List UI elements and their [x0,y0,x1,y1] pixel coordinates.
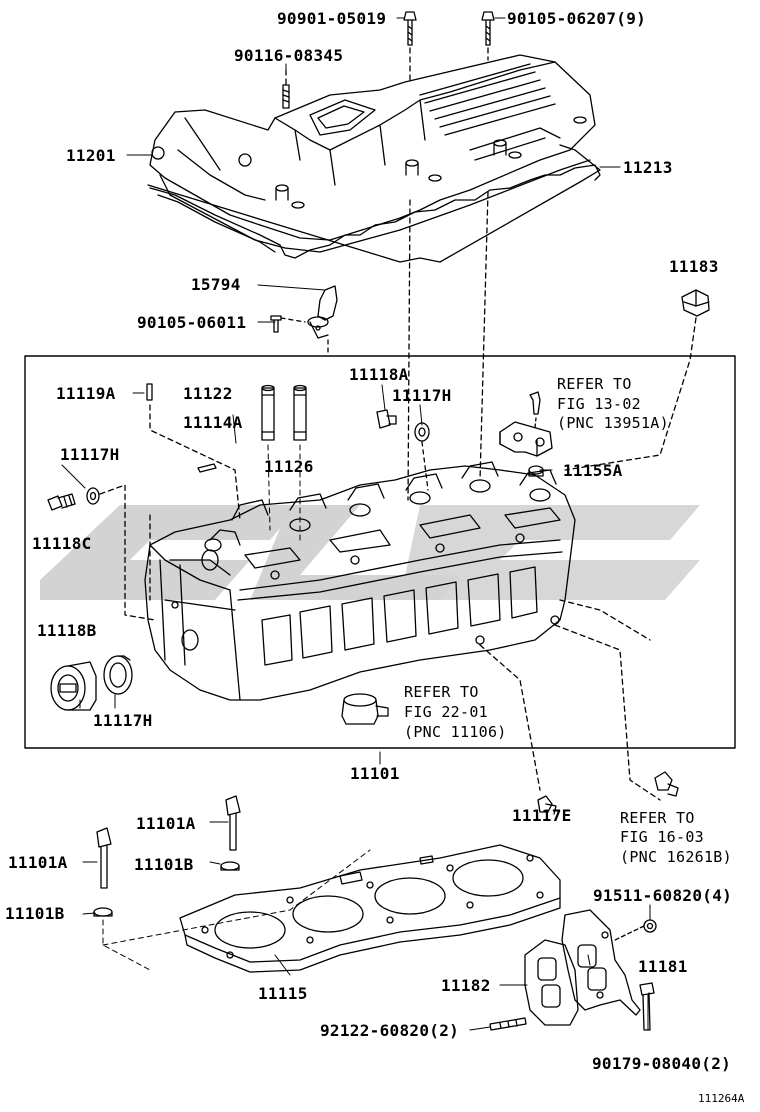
callout-11118a: 11118A [349,365,409,384]
ref-fig13-line3: (PNC 13951A) [557,414,669,432]
callout-11101b-left: 11101B [5,904,65,923]
callout-91511-60820: 91511-60820(4) [593,886,733,905]
head-gasket-11115-drawing [179,844,561,973]
callout-11182: 11182 [441,976,491,995]
ref-fig13-line2: FIG 13-02 [557,395,641,413]
part-ref-fig22-drawing [341,693,389,725]
ref-fig22-line3: (PNC 11106) [404,723,507,741]
callout-11101: 11101 [350,764,400,783]
washer-11101b-left-drawing [93,907,113,917]
callout-11117h-top: 11117H [392,386,452,405]
callout-11183: 11183 [669,257,719,276]
sensor-ref-fig16-drawing [654,771,679,797]
callout-11115: 11115 [258,984,308,1003]
plate-11181-drawing [561,909,641,1016]
valve-guide-11126-drawing [293,384,307,441]
washer-11101b-right-drawing [220,861,240,871]
callout-11119a: 11119A [56,384,116,403]
cap-11183-drawing [564,289,710,471]
ref-fig16-line3: (PNC 16261B) [620,848,732,866]
callout-90901-05019: 90901-05019 [277,9,387,28]
callout-90105-06207: 90105-06207(9) [507,9,647,28]
callout-11201: 11201 [66,146,116,165]
nut-91511-60820-drawing [614,919,657,941]
callout-90179-08040: 90179-08040(2) [592,1054,732,1073]
bolt-90105-06011-drawing [270,315,306,333]
ref-fig16-line2: FIG 16-03 [620,828,704,846]
bolt-90179-08040-drawing [639,982,655,1031]
callout-11213: 11213 [623,158,673,177]
callout-92122-60820: 92122-60820(2) [320,1021,460,1040]
cover-guide-lines [285,47,489,501]
plug-11117e-drawing [537,795,557,815]
callout-11117h-left: 11117H [60,445,120,464]
ref-fig13-line1: REFER TO [557,375,632,393]
callout-11101b-right: 11101B [134,855,194,874]
callout-11117e: 11117E [512,806,572,825]
callout-90105-06011: 90105-06011 [137,313,247,332]
stud-90116-08345-drawing [282,84,290,109]
callout-11114a: 11114A [183,413,243,432]
gasket-11182-drawing [524,939,579,1026]
watermark-logo [40,505,700,600]
callout-11122: 11122 [183,384,233,403]
callout-11126: 11126 [264,457,314,476]
plug-11118a-drawing [376,409,397,429]
bolt-90105-06207-drawing [481,11,495,46]
cylinder-head-cover-drawing [147,54,601,263]
callout-11181: 11181 [638,957,688,976]
plug-11118b-drawing [50,661,97,711]
callout-90116-08345: 90116-08345 [234,46,344,65]
pin-11119a-drawing [146,383,241,521]
bolt-guide-line [102,849,371,971]
ref-fig22-line1: REFER TO [404,683,479,701]
callout-11101a-left: 11101A [8,853,68,872]
bolt-11101a-right-drawing [225,795,241,851]
bracket-ref-fig13-drawing [499,391,553,477]
guide-dashed-line [267,444,301,541]
plug-11118c-drawing [47,493,76,511]
ref-fig16-line1: REFER TO [620,809,695,827]
washer-11117h-bottom-drawing [103,655,133,695]
bolt-90901-05019-drawing [403,11,417,46]
stud-92122-60820-drawing [489,1017,527,1031]
callout-11155a: 11155A [563,461,623,480]
sensor-15794-drawing [307,285,338,356]
washer-11117h-left-drawing [86,484,156,621]
washer-11117h-top-drawing [414,422,430,491]
callout-11118c: 11118C [32,534,92,553]
figure-id: 111264A [698,1092,745,1105]
callout-11118b: 11118B [37,621,97,640]
cylinder-head-drawing [144,461,661,801]
bolt-11101a-left-drawing [96,827,112,889]
callout-15794: 15794 [191,275,241,294]
callout-11101a-right: 11101A [136,814,196,833]
valve-guide-11122-drawing [261,384,275,441]
leader-lines [61,17,651,1031]
ref-fig22-line2: FIG 22-01 [404,703,488,721]
pin-11114a-drawing [197,463,217,473]
cylinder-head-assembly-frame [24,355,736,749]
callout-11117h-bottom: 11117H [93,711,153,730]
